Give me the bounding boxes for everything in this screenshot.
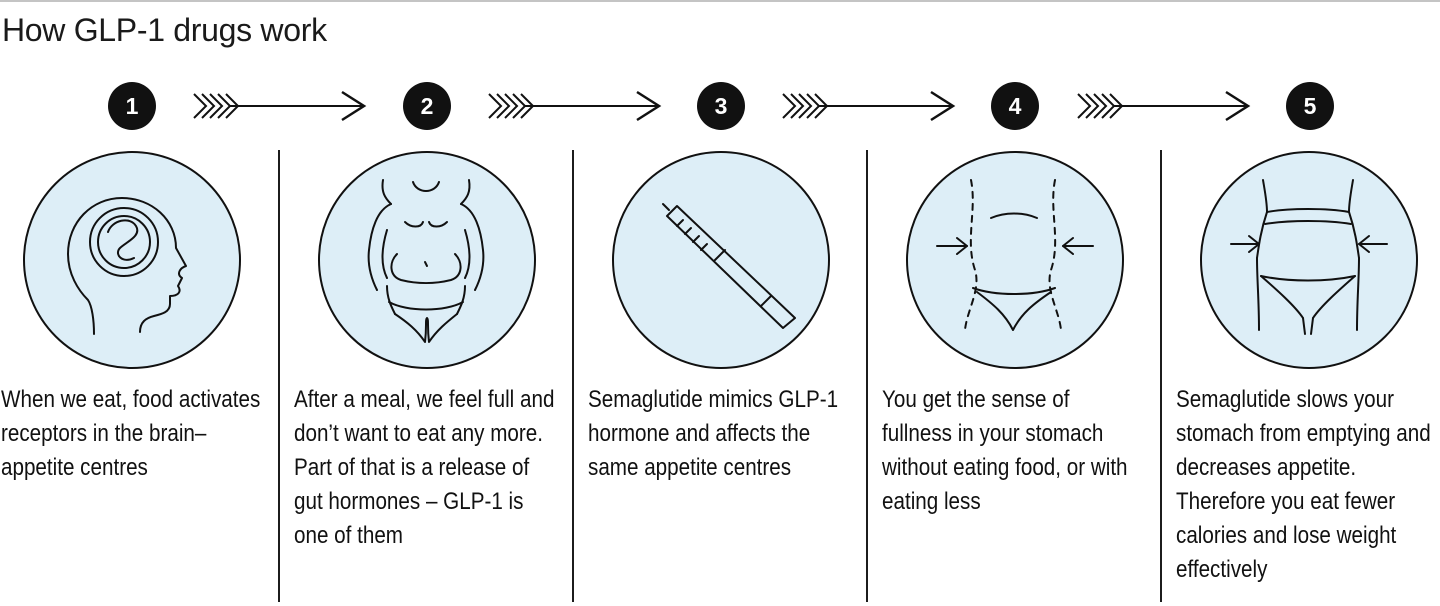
step-3-description: Semaglutide mimics GLP-1 hormone and aff… — [588, 386, 839, 481]
step-number-5: 5 — [1286, 82, 1334, 130]
step-number-3: 3 — [697, 82, 745, 130]
top-rule — [0, 0, 1440, 2]
step-number-2: 2 — [403, 82, 451, 130]
step-number-1: 1 — [108, 82, 156, 130]
column-divider — [1160, 150, 1162, 602]
column-divider — [866, 150, 868, 602]
head-brain-icon — [23, 151, 241, 369]
arrow-icon — [1077, 90, 1251, 122]
step-1-description: When we eat, food activates receptors in… — [1, 386, 261, 481]
arrow-icon — [488, 90, 662, 122]
full-body-icon — [318, 151, 536, 369]
step-4-description: You get the sense of fullness in your st… — [882, 386, 1128, 515]
injection-pen-icon — [612, 151, 830, 369]
stomach-fullness-icon — [906, 151, 1124, 369]
column-divider — [572, 150, 574, 602]
column-divider — [278, 150, 280, 602]
slim-waist-icon — [1200, 151, 1418, 369]
step-number-4: 4 — [991, 82, 1039, 130]
step-5-description: Semaglutide slows your stomach from empt… — [1176, 386, 1431, 583]
page-title: How GLP-1 drugs work — [2, 12, 327, 48]
arrow-icon — [193, 90, 367, 122]
step-2-description: After a meal, we feel full and don’t wan… — [294, 386, 555, 549]
arrow-icon — [782, 90, 956, 122]
